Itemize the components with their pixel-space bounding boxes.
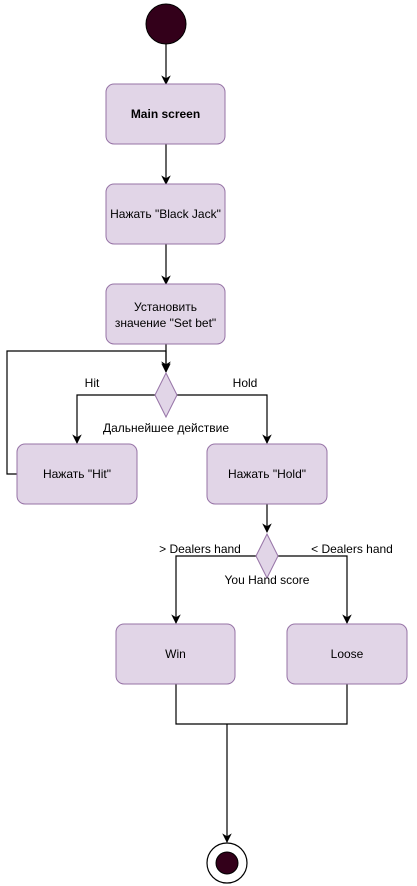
- node-set-bet-label-line2: значение "Set bet": [115, 316, 216, 330]
- node-main-screen: [105, 83, 226, 145]
- node-win: [115, 623, 236, 685]
- edge-decision-to-win: [171, 555, 256, 624]
- edge-label-hit: Hit: [85, 376, 100, 390]
- node-press-hit: [16, 443, 138, 505]
- node-press-blackjack: [105, 183, 226, 245]
- node-press-blackjack-label: Нажать "Black Jack": [110, 207, 221, 221]
- edge-hit-loop-back: [6, 350, 171, 475]
- node-loose-label: Loose: [331, 647, 364, 661]
- node-main-screen-label: Main screen: [131, 107, 200, 121]
- edge-label-hold: Hold: [233, 376, 258, 390]
- final-node-inner: [215, 851, 239, 875]
- node-set-bet: [105, 283, 226, 345]
- edge-decision-to-hold: [177, 394, 272, 444]
- node-press-hold-label: Нажать "Hold": [228, 467, 306, 481]
- decision-next-action-label: Дальнейшее действие: [103, 421, 229, 435]
- node-loose: [286, 623, 408, 685]
- edge-decision-to-loose: [278, 555, 352, 624]
- edge-label-less-dealers: < Dealers hand: [311, 542, 393, 556]
- node-press-hold: [206, 443, 328, 505]
- node-win-label: Win: [165, 647, 186, 661]
- decision-hand-score-label: You Hand score: [225, 573, 310, 587]
- edge-decision-to-hit: [72, 394, 155, 444]
- edge-merge: [175, 684, 348, 725]
- initial-node: [145, 3, 187, 45]
- edge-label-greater-dealers: > Dealers hand: [159, 542, 241, 556]
- node-press-hit-label: Нажать "Hit": [43, 467, 111, 481]
- decision-hand-score: [255, 532, 279, 580]
- node-set-bet-label-line1: Установить: [134, 300, 197, 314]
- decision-next-action: [154, 371, 178, 419]
